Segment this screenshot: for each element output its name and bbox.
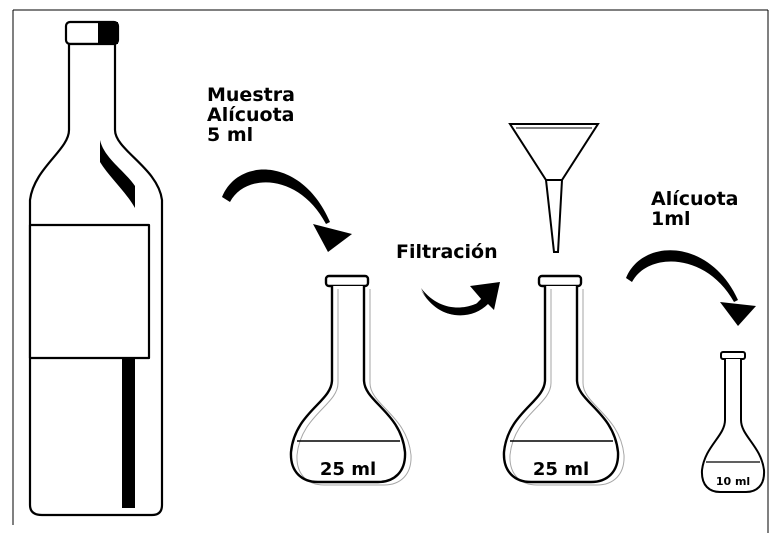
diagram-frame: [12, 9, 769, 533]
funnel-icon: [508, 123, 600, 253]
aliquot-label: Alícuota 1ml: [651, 188, 739, 230]
volumetric-flask-10ml: [700, 351, 766, 493]
flask-2-volume-label: 25 ml: [532, 459, 590, 480]
arrow-aliquot-icon: [626, 250, 756, 326]
sample-label-line1: Muestra: [207, 84, 295, 106]
sample-label-line2: Alícuota: [207, 103, 295, 126]
volumetric-flask-25ml-2: [502, 274, 625, 486]
filtration-label: Filtración: [396, 241, 498, 263]
aliquot-label-line2: 1ml: [651, 207, 691, 230]
volumetric-flask-25ml-1: [289, 274, 412, 486]
arrow-filtration-icon: [421, 282, 500, 316]
wine-bottle-icon: [28, 20, 164, 517]
arrow-sample-icon: [222, 169, 352, 252]
aliquot-label-line1: Alícuota: [651, 188, 739, 210]
flask-1-volume-label: 25 ml: [319, 459, 377, 480]
sample-aliquot-label: Muestra Alícuota 5 ml: [207, 84, 295, 146]
flask-3-volume-label: 10 ml: [715, 475, 751, 488]
sample-label-line3: 5 ml: [207, 123, 254, 146]
